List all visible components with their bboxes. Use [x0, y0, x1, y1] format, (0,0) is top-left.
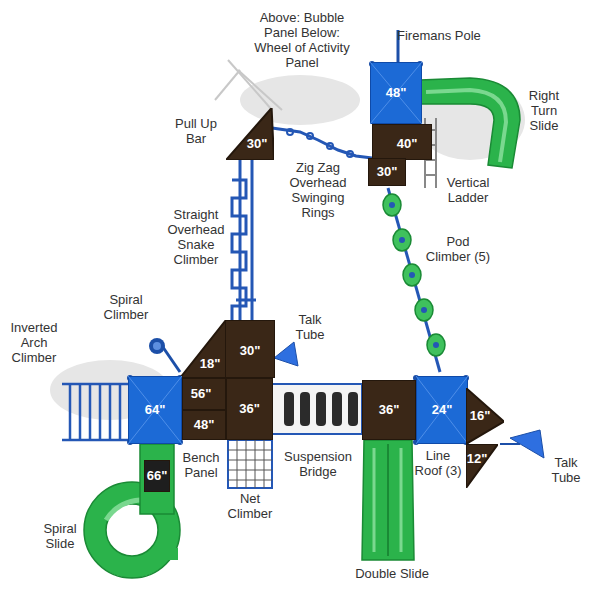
part-label: Double Slide [342, 566, 442, 581]
node-shape [466, 388, 504, 444]
deck-platform: 36" [226, 378, 273, 440]
part-label: Pull Up Bar [170, 116, 222, 146]
pull-up-bar [215, 60, 282, 110]
part-label: Firemans Pole [397, 28, 507, 43]
height-label: 48" [194, 418, 215, 432]
spiral-climber [149, 338, 180, 372]
slide-exit: 66" [144, 460, 170, 492]
height-label: 66" [147, 469, 168, 483]
part-label: Vertical Ladder [437, 175, 499, 205]
net-climber [228, 440, 272, 488]
post [127, 61, 469, 445]
height-label: 48" [386, 86, 407, 100]
roof-panel: 24" [416, 376, 468, 444]
part-label: Spiral Slide [32, 521, 88, 551]
node-outline [226, 108, 274, 160]
part-label: Spiral Climber [95, 292, 157, 322]
node-shape [466, 444, 498, 488]
deck-platform: 30" [225, 320, 275, 378]
height-label: 12" [467, 452, 488, 466]
node-shape [226, 378, 273, 440]
node-shape [144, 460, 170, 492]
height-label: 36" [379, 403, 400, 417]
height-label: 30" [247, 137, 268, 151]
roof-panel: 64" [128, 376, 182, 444]
node-shape [362, 380, 416, 440]
roof-ridge [128, 376, 182, 444]
part-label: Straight Overhead Snake Climber [159, 207, 233, 267]
deck-platform: 56" [182, 378, 226, 410]
part-label: Talk Tube [541, 455, 591, 485]
node-shape [370, 62, 422, 124]
height-label: 36" [239, 402, 260, 416]
pod-climber [383, 188, 445, 372]
height-label: 16" [470, 409, 491, 423]
node-shape [372, 124, 432, 160]
node-shape [225, 320, 275, 378]
height-label: 30" [377, 165, 398, 179]
spiral-slide [84, 444, 180, 578]
deck-triangle: 18" [180, 320, 226, 378]
zig-zag-rings [272, 128, 372, 158]
roof-ridge [416, 376, 468, 444]
deck-triangle: 16" [466, 388, 504, 444]
node-shape [180, 320, 226, 378]
talk-tube [274, 342, 544, 458]
part-label: Talk Tube [285, 312, 335, 342]
node-outline [466, 444, 498, 488]
height-label: 30" [240, 344, 261, 358]
part-label: Zig Zag Overhead Swinging Rings [277, 160, 359, 220]
part-label: Line Roof (3) [413, 448, 463, 478]
part-label: Pod Climber (5) [425, 234, 491, 264]
node-shape [128, 376, 182, 444]
height-label: 18" [200, 357, 221, 371]
node-shape [226, 108, 274, 160]
roof-panel: 48" [370, 62, 422, 124]
node-shape [368, 158, 406, 186]
double-slide [362, 440, 414, 560]
node-shape [416, 376, 468, 444]
part-label: Suspension Bridge [280, 449, 356, 479]
slide-shine [426, 90, 506, 162]
panel-callout: Above: Bubble Panel Below: Wheel of Acti… [254, 10, 350, 70]
deck-platform: 30" [368, 158, 406, 186]
suspension-bridge [272, 384, 362, 434]
deck-platform: 48" [182, 410, 226, 440]
snake-climber [232, 158, 256, 324]
deck-platform: 40" [372, 124, 432, 160]
height-label: 24" [432, 403, 453, 417]
node-shape [182, 410, 226, 440]
part-label: Bench Panel [176, 450, 226, 480]
part-label: Net Climber [222, 491, 278, 521]
height-label: 64" [145, 403, 166, 417]
deck-platform: 36" [362, 380, 416, 440]
inverted-arch-climber [62, 384, 128, 440]
shadow [50, 75, 525, 420]
part-label: Inverted Arch Climber [1, 320, 67, 365]
deck-triangle: 12" [466, 444, 498, 488]
height-label: 40" [397, 137, 418, 151]
height-label: 56" [191, 387, 212, 401]
part-label: Right Turn Slide [516, 88, 572, 133]
deck-triangle: 30" [226, 108, 274, 160]
roof-ridge [370, 62, 422, 124]
node-shape [182, 378, 226, 410]
